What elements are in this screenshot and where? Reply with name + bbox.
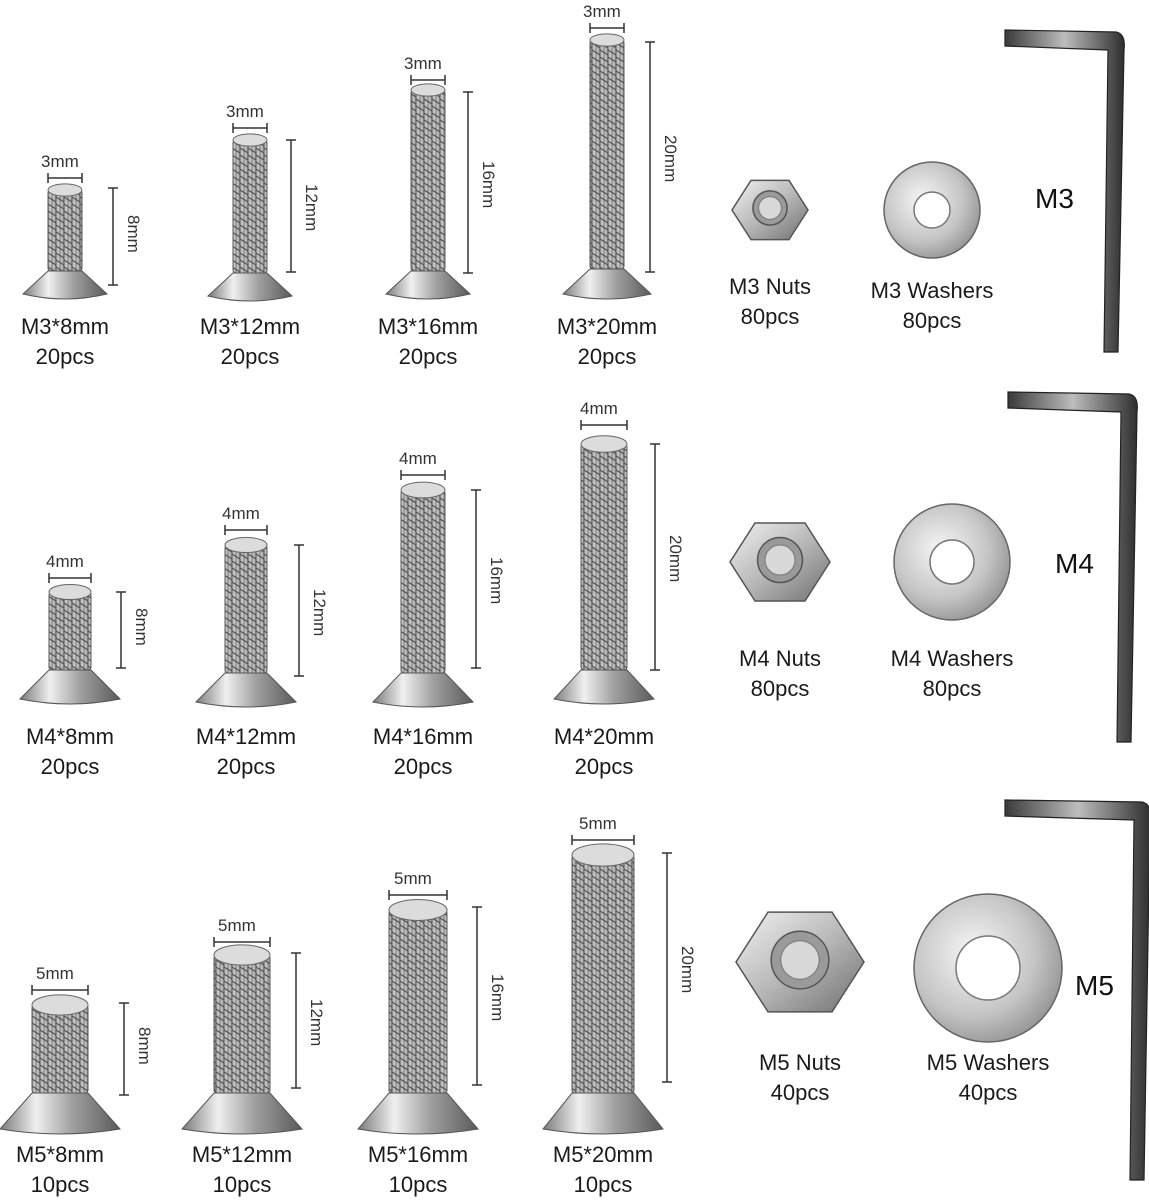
screw-M3*12mm <box>206 133 294 302</box>
hex-nut <box>731 179 809 241</box>
screw-M4*20mm <box>553 435 655 705</box>
screw-M4*8mm <box>18 583 122 705</box>
screw-M5*8mm <box>0 994 121 1135</box>
hex-nut <box>735 911 865 1013</box>
flat-washer <box>883 161 981 259</box>
hex-key-wrench <box>1004 799 1149 1181</box>
hex-nut <box>729 522 831 602</box>
screw-M3*16mm <box>384 83 472 300</box>
screw-M3*8mm <box>21 183 109 300</box>
flat-washer <box>913 893 1063 1043</box>
screw-M4*16mm <box>372 481 474 708</box>
flat-washer <box>893 503 1011 621</box>
screw-M5*12mm <box>181 944 303 1135</box>
screw-M5*16mm <box>357 899 479 1135</box>
screw-M5*20mm <box>542 843 664 1135</box>
hex-key-wrench <box>1007 391 1138 743</box>
screw-M4*12mm <box>194 536 298 708</box>
screw-M3*20mm <box>561 33 653 300</box>
hex-key-wrench <box>1004 29 1125 353</box>
